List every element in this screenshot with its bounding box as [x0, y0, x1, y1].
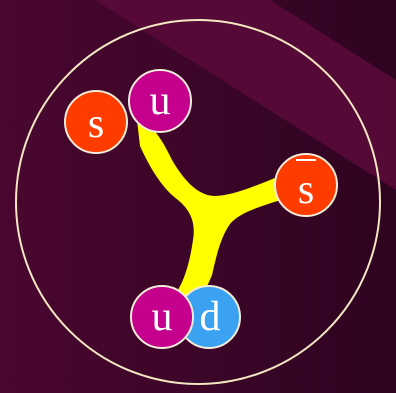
up-quark-top-label: u: [150, 78, 171, 124]
strange-quark-icon: s: [65, 91, 127, 153]
down-quark-label: d: [200, 294, 221, 340]
up-quark-bottom-icon: u: [131, 286, 193, 348]
anti-strange-quark-label: s: [298, 167, 314, 213]
up-quark-bottom-label: u: [152, 294, 173, 340]
strange-quark-label: s: [88, 101, 104, 147]
anti-strange-quark-icon: s: [275, 154, 337, 216]
up-quark-top-icon: u: [129, 70, 191, 132]
